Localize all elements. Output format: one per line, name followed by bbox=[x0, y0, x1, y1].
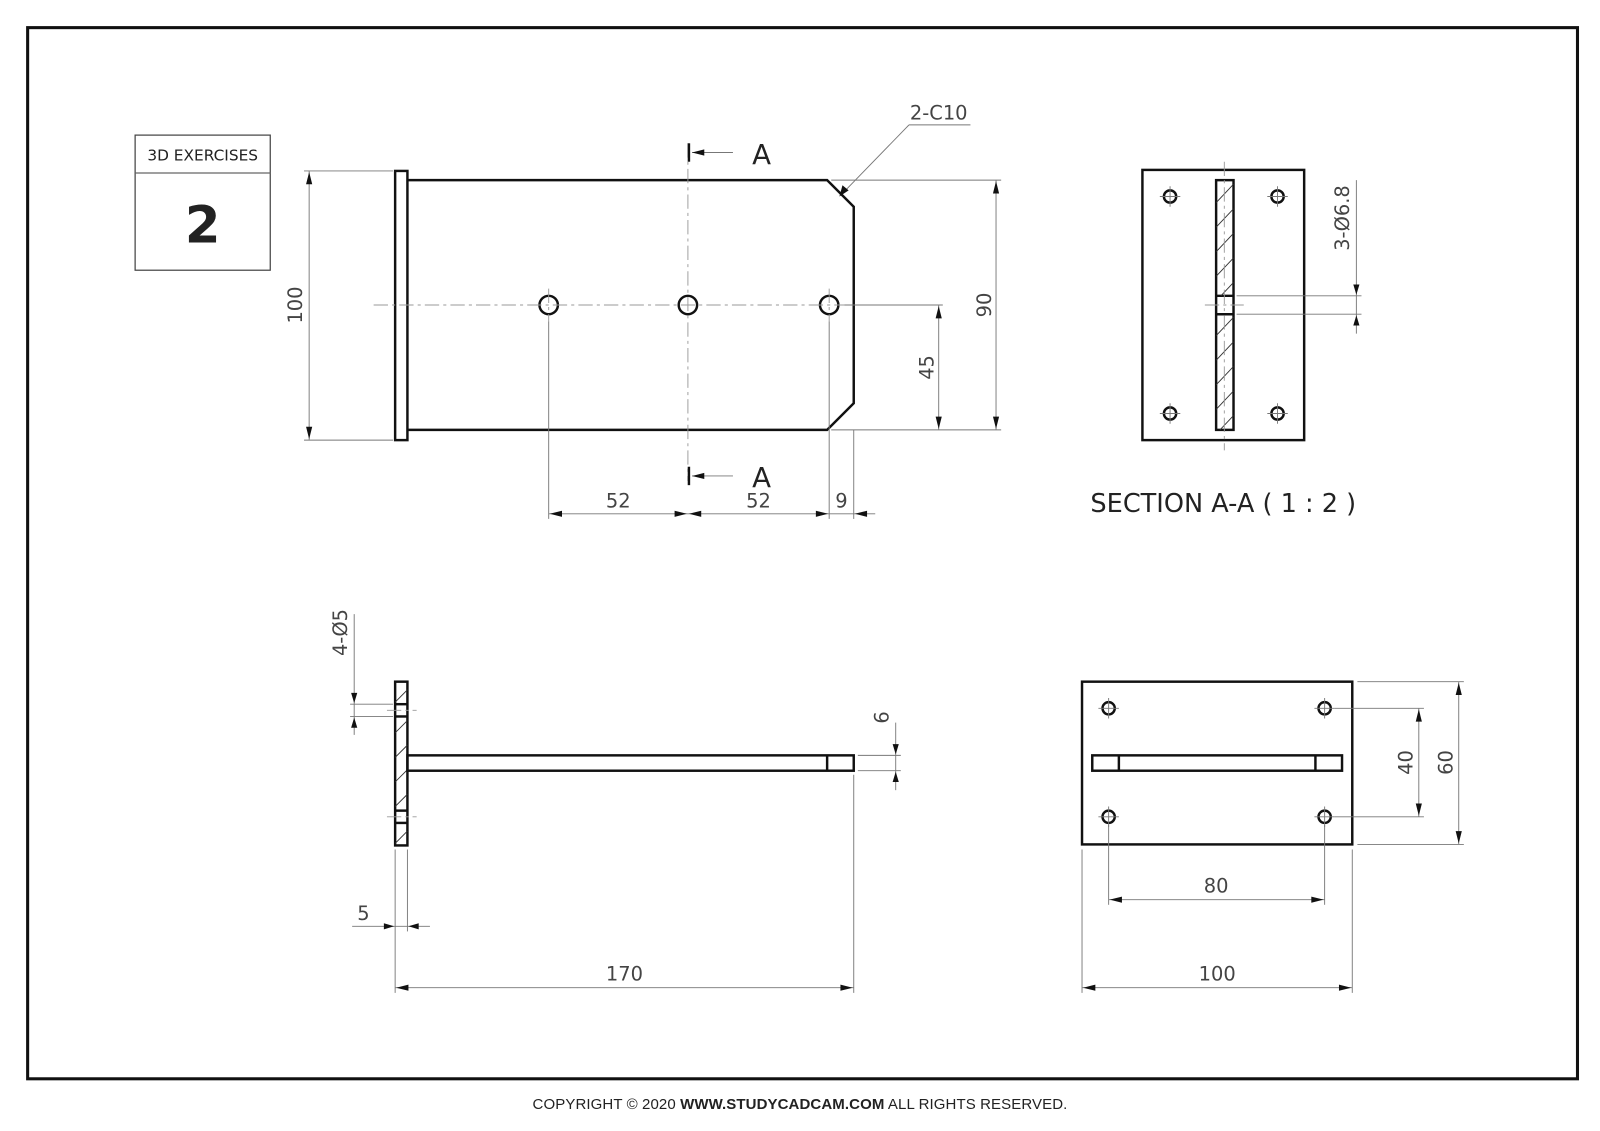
svg-text:45: 45 bbox=[916, 355, 939, 380]
svg-text:40: 40 bbox=[1395, 750, 1418, 775]
dim-plan-hole-horizontal: 80 bbox=[1108, 824, 1326, 905]
svg-text:80: 80 bbox=[1204, 875, 1229, 898]
svg-text:100: 100 bbox=[284, 286, 307, 323]
svg-text:A: A bbox=[752, 461, 771, 494]
dim-hole-height: 45 bbox=[844, 304, 943, 430]
dim-overall-height: 100 bbox=[284, 170, 394, 441]
copyright-site: WWW.STUDYCADCAM.COM bbox=[680, 1096, 885, 1113]
svg-text:170: 170 bbox=[606, 963, 643, 986]
svg-text:90: 90 bbox=[973, 293, 996, 318]
chamfer-note: 2-C10 bbox=[910, 102, 968, 125]
plan-view: 40 60 80 100 bbox=[1080, 680, 1464, 993]
copyright-prefix: COPYRIGHT © 2020 bbox=[532, 1096, 681, 1113]
title-block: 3D EXERCISES 2 bbox=[134, 134, 271, 271]
section-marker-top: A bbox=[687, 138, 771, 171]
front-view: A A 2-C10 100 bbox=[284, 102, 1002, 519]
plan-holes bbox=[1098, 698, 1335, 828]
title-block-header: 3D EXERCISES bbox=[147, 147, 258, 165]
dim-plate-thickness: 5 bbox=[352, 849, 430, 993]
dim-rib-thickness: 6 bbox=[857, 711, 901, 791]
section-marker-bottom: A bbox=[687, 461, 771, 494]
dim-section-hole: 3-Ø6.8 bbox=[1236, 180, 1362, 334]
svg-text:6: 6 bbox=[871, 711, 894, 723]
copyright-footer: COPYRIGHT © 2020 WWW.STUDYCADCAM.COM ALL… bbox=[0, 1096, 1600, 1113]
dim-body-height: 90 bbox=[831, 179, 1002, 431]
dim-plan-hole-vertical: 40 bbox=[1334, 707, 1424, 818]
drawing-border bbox=[26, 26, 1580, 1081]
svg-text:60: 60 bbox=[1435, 750, 1458, 775]
svg-text:52: 52 bbox=[746, 490, 771, 513]
section-title: SECTION A-A ( 1 : 2 ) bbox=[1090, 489, 1356, 519]
svg-text:52: 52 bbox=[606, 490, 631, 513]
chamfer-leader: 2-C10 bbox=[839, 102, 971, 197]
section-view: 3-Ø6.8 SECTION A-A ( 1 : 2 ) bbox=[1090, 161, 1362, 519]
svg-text:9: 9 bbox=[835, 490, 847, 513]
svg-text:5: 5 bbox=[357, 902, 369, 925]
title-block-number: 2 bbox=[185, 196, 221, 256]
dim-plan-height: 60 bbox=[1357, 681, 1464, 845]
side-hole-note: 4-Ø5 bbox=[329, 609, 352, 656]
dim-hole-spacing: 52 52 9 bbox=[548, 321, 876, 519]
svg-text:A: A bbox=[752, 138, 771, 171]
svg-text:100: 100 bbox=[1199, 963, 1236, 986]
section-hole-note: 3-Ø6.8 bbox=[1331, 185, 1354, 251]
dim-plan-width: 100 bbox=[1081, 849, 1353, 993]
side-view: 4-Ø5 6 5 170 bbox=[329, 609, 901, 993]
copyright-suffix: ALL RIGHTS RESERVED. bbox=[884, 1096, 1068, 1113]
dim-side-hole: 4-Ø5 bbox=[329, 609, 394, 735]
hole bbox=[677, 294, 699, 316]
dim-overall-length: 170 bbox=[395, 774, 855, 993]
section-holes bbox=[1159, 186, 1288, 424]
